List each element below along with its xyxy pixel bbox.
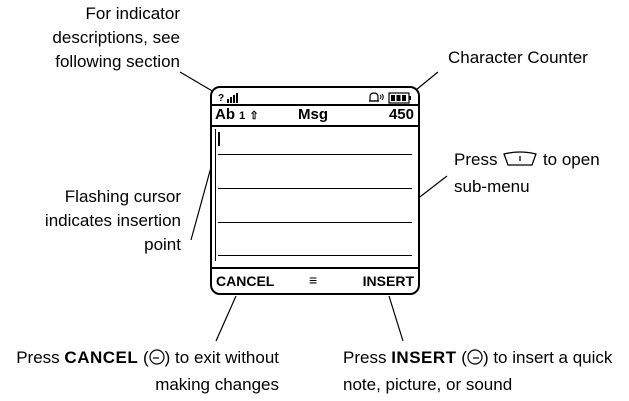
char-counter-callout: Character Counter [448,46,588,70]
cursor-callout: Flashing cursor indicates insertion poin… [45,185,181,257]
indicator-callout-line3: following section [55,52,180,71]
title-divider [212,125,418,127]
svg-text:?: ? [218,93,224,104]
leader-insert [388,295,404,342]
insert-key-label: INSERT [391,348,457,367]
submenu-callout-line1: Press to open [454,148,600,175]
cursor-callout-line1: Flashing cursor [64,187,181,206]
insert-prefix: Press [343,348,387,367]
right-softkey-icon [467,348,483,373]
cancel-prefix: Press [16,348,60,367]
indicator-callout-line1: For indicator [85,4,180,23]
ring-alert-icon [367,91,385,109]
open-paren: ( [461,348,467,367]
submenu-callout: Press to open sub-menu [454,148,600,199]
leader-cancel [215,295,237,342]
cancel-softkey[interactable]: CANCEL [216,273,275,289]
softkey-divider [212,267,418,269]
signal-strength-icon: ? [218,91,244,109]
cancel-key-label: CANCEL [64,348,139,367]
menu-indicator-icon[interactable]: ≡ [309,272,318,288]
entry-line [218,154,412,155]
submenu-prefix: Press [454,150,498,169]
indicator-callout: For indicator descriptions, see followin… [52,2,180,74]
status-divider [212,104,418,106]
cancel-callout-line2: making changes [155,375,279,394]
entry-line [218,222,412,223]
leader-indicator [179,71,215,93]
insert-softkey[interactable]: INSERT [362,273,414,289]
left-softkey-icon [149,348,165,373]
cursor-callout-line2: indicates insertion [44,211,181,230]
insert-callout: Press INSERT ( ) to insert a quick note, … [343,346,612,397]
menu-key-icon [502,150,538,175]
text-mode-indicator: Ab 1 ⇧ [215,106,259,125]
text-entry-area[interactable] [212,127,418,264]
cancel-callout: Press CANCEL ( ) to exit without making c… [16,346,279,397]
open-paren: ( [143,348,149,367]
entry-line [218,255,412,256]
entry-line [218,188,412,189]
flashing-cursor [218,132,220,146]
insert-callout-line2: note, picture, or sound [343,375,513,394]
text-mode-suffix: 1 [239,110,246,122]
screen-title: Msg [298,106,328,123]
battery-icon [388,91,412,109]
cancel-callout-line1: Press CANCEL ( ) to exit without [16,346,279,373]
submenu-suffix: to open [542,150,600,169]
cursor-callout-line3: point [144,235,181,254]
insert-callout-line1: Press INSERT ( ) to insert a quick [343,346,612,373]
text-mode-label: Ab [215,106,235,123]
submenu-callout-line2: sub-menu [454,177,530,196]
indicator-callout-line2: descriptions, see [52,28,180,47]
shift-arrow-icon: ⇧ [249,110,259,122]
cancel-suffix: ) to exit without [164,348,279,367]
phone-screen: ? Ab 1 ⇧ Msg 450 [210,86,420,295]
insert-suffix: ) to insert a quick [482,348,613,367]
char-counter-label: Character Counter [448,48,588,67]
character-counter: 450 [388,106,414,123]
left-margin-line [215,129,216,261]
